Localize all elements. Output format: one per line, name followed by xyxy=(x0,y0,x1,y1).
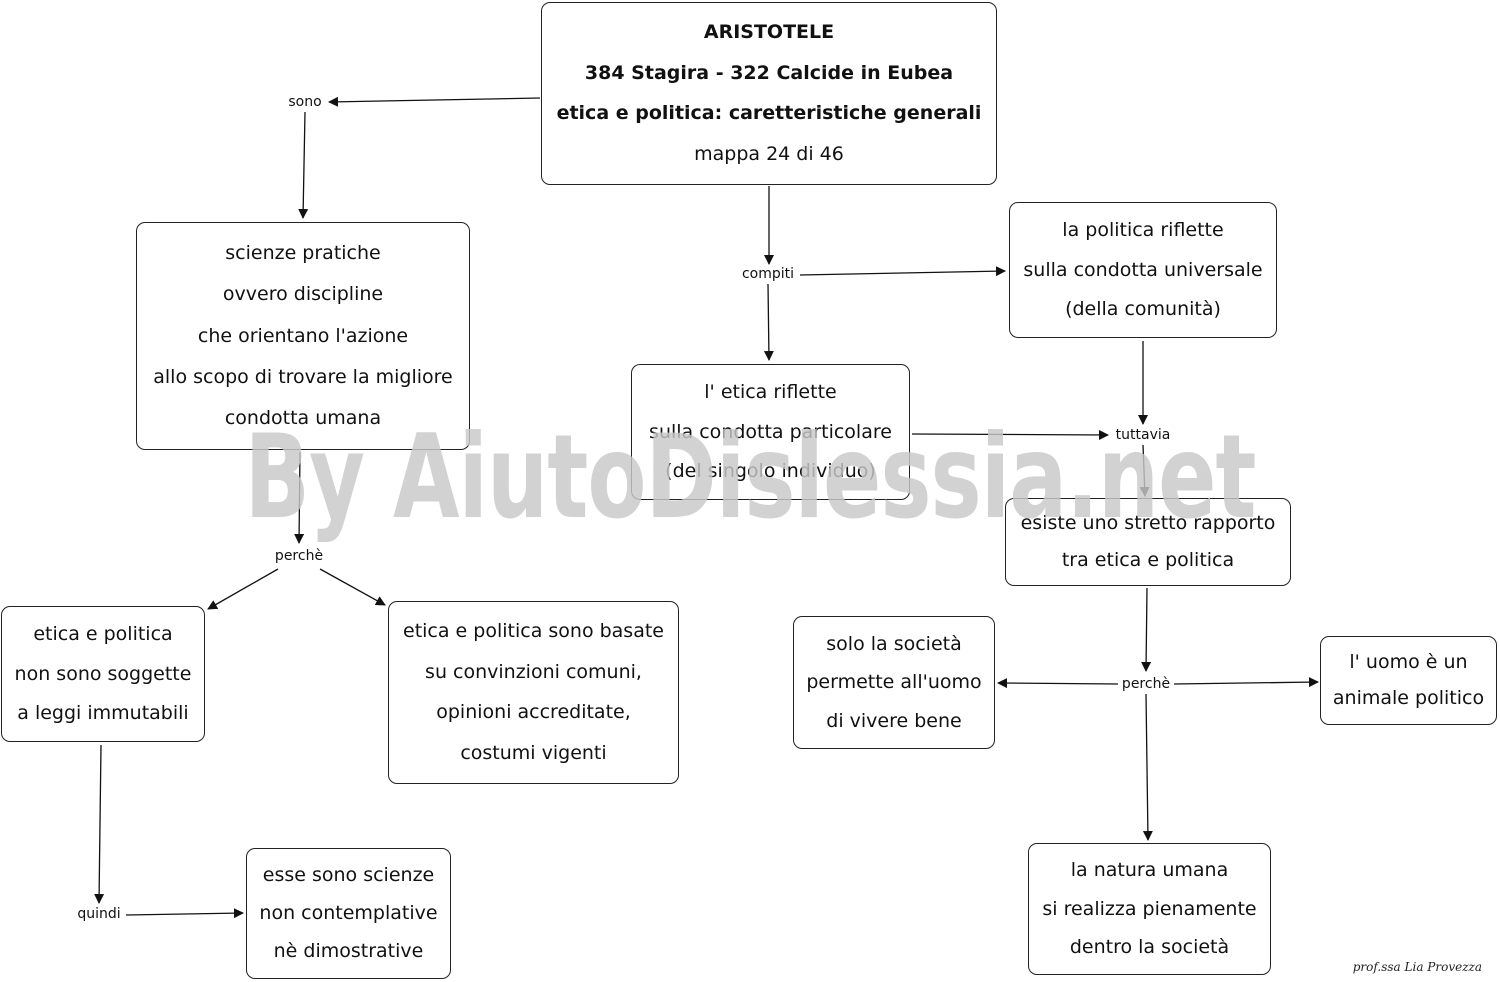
edge-sono-to-scienze xyxy=(298,111,309,219)
node-line: nè dimostrative xyxy=(273,940,424,963)
node-line: non contemplative xyxy=(259,902,438,925)
link-label-tuttavia: tuttavia xyxy=(1113,427,1173,443)
node-natura-umana: la natura umana si realizza pienamente d… xyxy=(1028,843,1271,975)
node-line: tra etica e politica xyxy=(1061,548,1235,571)
node-line: la politica riflette xyxy=(1062,219,1224,242)
node-line: condotta umana xyxy=(224,407,382,430)
node-line: opinioni accreditate, xyxy=(436,701,631,724)
edge-title-to-sono xyxy=(328,96,541,107)
node-line: (della comunità) xyxy=(1065,297,1221,320)
node-line: ovvero discipline xyxy=(222,283,384,306)
title-name: ARISTOTELE xyxy=(703,20,835,43)
node-basate: etica e politica sono basate su convinzi… xyxy=(388,601,679,784)
node-line: di vivere bene xyxy=(826,709,962,732)
node-animale-politico: l' uomo è un animale politico xyxy=(1320,636,1497,725)
node-line: esiste uno stretto rapporto xyxy=(1020,512,1276,535)
node-line: a leggi immutabili xyxy=(17,701,189,724)
link-label-perche-right: perchè xyxy=(1119,676,1173,692)
link-label-perche-left: perchè xyxy=(272,548,326,564)
node-line: (del singolo individuo) xyxy=(665,459,876,482)
edge-perche-to-animale xyxy=(1173,677,1319,688)
node-line: non sono soggette xyxy=(14,662,192,685)
edge-compiti-to-politica xyxy=(799,266,1006,277)
edge-perche-to-nonsoggette xyxy=(207,568,279,610)
link-label-quindi: quindi xyxy=(75,906,123,922)
title-map-number: mappa 24 di 46 xyxy=(694,143,844,166)
edge-perche-to-basate xyxy=(319,568,386,606)
node-solo-societa: solo la società permette all'uomo di viv… xyxy=(793,616,995,749)
node-line: costumi vigenti xyxy=(460,742,607,765)
edge-quindi-to-contemplative xyxy=(125,908,244,919)
node-line: etica e politica xyxy=(33,623,173,646)
node-non-contemplative: esse sono scienze non contemplative nè d… xyxy=(246,848,451,979)
edge-scienze-to-perche xyxy=(294,451,305,544)
node-scienze-pratiche: scienze pratiche ovvero discipline che o… xyxy=(136,222,470,450)
node-line: la natura umana xyxy=(1070,859,1229,882)
link-label-compiti: compiti xyxy=(739,266,797,282)
link-label-sono: sono xyxy=(286,94,324,110)
node-line: si realizza pienamente xyxy=(1042,897,1257,920)
node-line: scienze pratiche xyxy=(225,241,381,264)
edge-perche-to-societa xyxy=(997,678,1119,689)
node-line: animale politico xyxy=(1332,687,1485,710)
edge-compiti-to-etica xyxy=(763,283,774,361)
edge-rapporto-to-perche xyxy=(1141,587,1152,672)
node-line: etica e politica sono basate xyxy=(403,619,664,642)
node-line: dentro la società xyxy=(1069,935,1230,958)
node-etica-riflette: l' etica riflette sulla condotta partico… xyxy=(631,364,910,500)
edge-nonsoggette-to-quindi xyxy=(94,744,105,904)
node-politica-riflette: la politica riflette sulla condotta univ… xyxy=(1009,202,1277,338)
node-line: che orientano l'azione xyxy=(197,324,409,347)
title-dates: 384 Stagira - 322 Calcide in Eubea xyxy=(584,61,954,84)
node-line: su convinzioni comuni, xyxy=(425,660,642,683)
node-line: sulla condotta particolare xyxy=(649,420,892,443)
edge-etica-to-tuttavia xyxy=(911,429,1109,440)
node-line: esse sono scienze xyxy=(262,864,435,887)
node-stretto-rapporto: esiste uno stretto rapporto tra etica e … xyxy=(1005,498,1291,586)
title-node: ARISTOTELE 384 Stagira - 322 Calcide in … xyxy=(541,2,997,185)
title-topic: etica e politica: caretteristiche genera… xyxy=(556,102,982,125)
node-line: solo la società xyxy=(826,632,962,655)
edge-tuttavia-to-rapporto xyxy=(1139,444,1150,497)
node-line: allo scopo di trovare la migliore xyxy=(153,366,453,389)
node-line: permette all'uomo xyxy=(806,671,982,694)
edge-perche-to-natura xyxy=(1142,693,1153,841)
node-non-soggette: etica e politica non sono soggette a leg… xyxy=(1,606,205,742)
node-line: l' uomo è un xyxy=(1349,650,1468,673)
node-line: sulla condotta universale xyxy=(1023,258,1263,281)
node-line: l' etica riflette xyxy=(704,381,837,404)
author-signature: prof.ssa Lia Provezza xyxy=(1352,960,1482,974)
